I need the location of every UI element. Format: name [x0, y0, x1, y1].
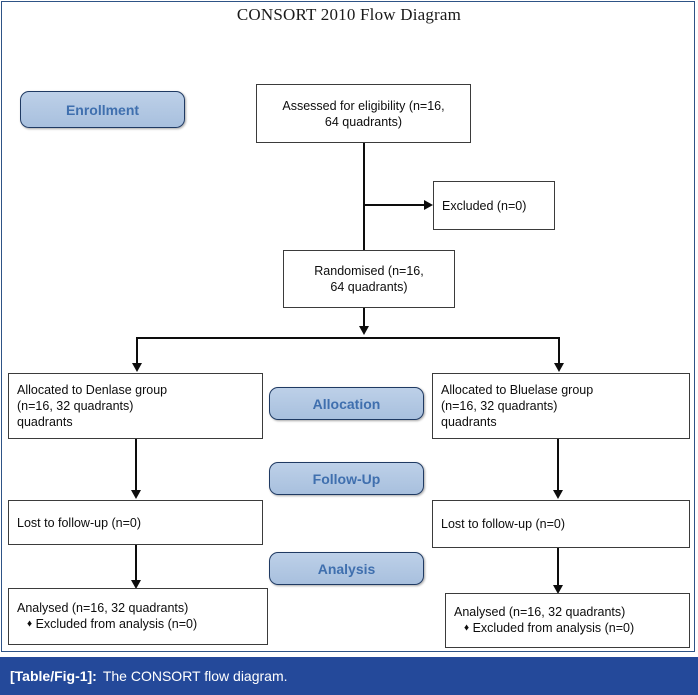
node-text-line: Randomised (n=16, — [314, 264, 424, 278]
stage-label-text: Enrollment — [65, 101, 140, 118]
node-text-line: quadrants — [441, 415, 497, 429]
node-text-line: Excluded from analysis (n=0) — [35, 617, 198, 632]
connector-to-excluded — [363, 204, 425, 206]
node-text-line: Excluded from analysis (n=0) — [472, 621, 635, 636]
node-text-line: quadrants — [17, 415, 73, 429]
stage-label-text: Analysis — [317, 560, 376, 577]
stage-label-text: Allocation — [312, 395, 381, 412]
stage-label-text: Follow-Up — [312, 470, 381, 487]
diamond-bullet-icon: ♦ — [27, 618, 33, 630]
connector-split-right-arm — [558, 337, 560, 365]
connector-randomised-down — [363, 308, 365, 328]
caption-text: The CONSORT flow diagram. — [102, 668, 288, 684]
stage-label-analysis: Analysis — [269, 552, 424, 585]
node-randomised: Randomised (n=16, 64 quadrants) — [283, 250, 455, 308]
arrow-to-analysed-right — [553, 585, 563, 594]
connector-assessed-to-randomised — [363, 143, 365, 281]
connector-split-bar — [136, 337, 560, 339]
arrow-to-analysed-left — [131, 580, 141, 589]
node-text-line: Excluded (n=0) — [442, 198, 527, 213]
connector-lost-right-down — [557, 548, 559, 588]
node-excluded: Excluded (n=0) — [433, 181, 555, 230]
connector-split-left-arm — [136, 337, 138, 365]
node-text-line: Analysed (n=16, 32 quadrants) — [17, 601, 189, 616]
arrow-to-lost-left — [131, 490, 141, 499]
node-text-line: Lost to follow-up (n=0) — [17, 515, 142, 530]
figure-caption-bar: [Table/Fig-1]: The CONSORT flow diagram. — [0, 657, 698, 695]
arrow-randomised-down — [359, 326, 369, 335]
node-analysed-right: Analysed (n=16, 32 quadrants) ♦ Excluded… — [445, 593, 690, 648]
stage-label-allocation: Allocation — [269, 387, 424, 420]
connector-allocated-left-down — [135, 439, 137, 492]
arrow-to-allocated-right — [554, 363, 564, 372]
node-text-bullet-line: ♦ Excluded from analysis (n=0) — [454, 620, 681, 637]
node-text-line: Allocated to Bluelase group — [441, 383, 594, 397]
diamond-bullet-icon: ♦ — [464, 622, 470, 634]
caption-label: [Table/Fig-1]: — [10, 668, 97, 684]
node-text-line: (n=16, 32 quadrants) — [441, 399, 558, 413]
node-text-line: (n=16, 32 quadrants) — [17, 399, 134, 413]
node-lost-to-follow-up-left: Lost to follow-up (n=0) — [8, 500, 263, 545]
arrow-to-excluded — [424, 200, 433, 210]
node-text-line: 64 quadrants) — [330, 280, 408, 294]
stage-label-follow-up: Follow-Up — [269, 462, 424, 495]
arrow-to-allocated-left — [132, 363, 142, 372]
node-text-bullet-line: ♦ Excluded from analysis (n=0) — [17, 616, 259, 633]
node-text-line: Allocated to Denlase group — [17, 383, 168, 397]
node-allocated-left: Allocated to Denlase group (n=16, 32 qua… — [8, 373, 263, 439]
node-lost-to-follow-up-right: Lost to follow-up (n=0) — [432, 500, 690, 548]
connector-lost-left-down — [135, 545, 137, 582]
stage-label-enrollment: Enrollment — [20, 91, 185, 128]
connector-allocated-right-down — [557, 439, 559, 492]
node-text-line: Lost to follow-up (n=0) — [441, 517, 566, 531]
node-analysed-left: Analysed (n=16, 32 quadrants) ♦ Excluded… — [8, 588, 268, 645]
arrow-to-lost-right — [553, 490, 563, 499]
node-text-line: Analysed (n=16, 32 quadrants) — [454, 605, 626, 620]
page-title: CONSORT 2010 Flow Diagram — [236, 5, 462, 24]
node-allocated-right: Allocated to Bluelase group (n=16, 32 qu… — [432, 373, 690, 439]
node-assessed-for-eligibility: Assessed for eligibility (n=16, 64 quadr… — [256, 84, 471, 143]
node-text-line: 64 quadrants) — [324, 114, 403, 129]
node-text-line: Assessed for eligibility (n=16, — [282, 98, 445, 113]
